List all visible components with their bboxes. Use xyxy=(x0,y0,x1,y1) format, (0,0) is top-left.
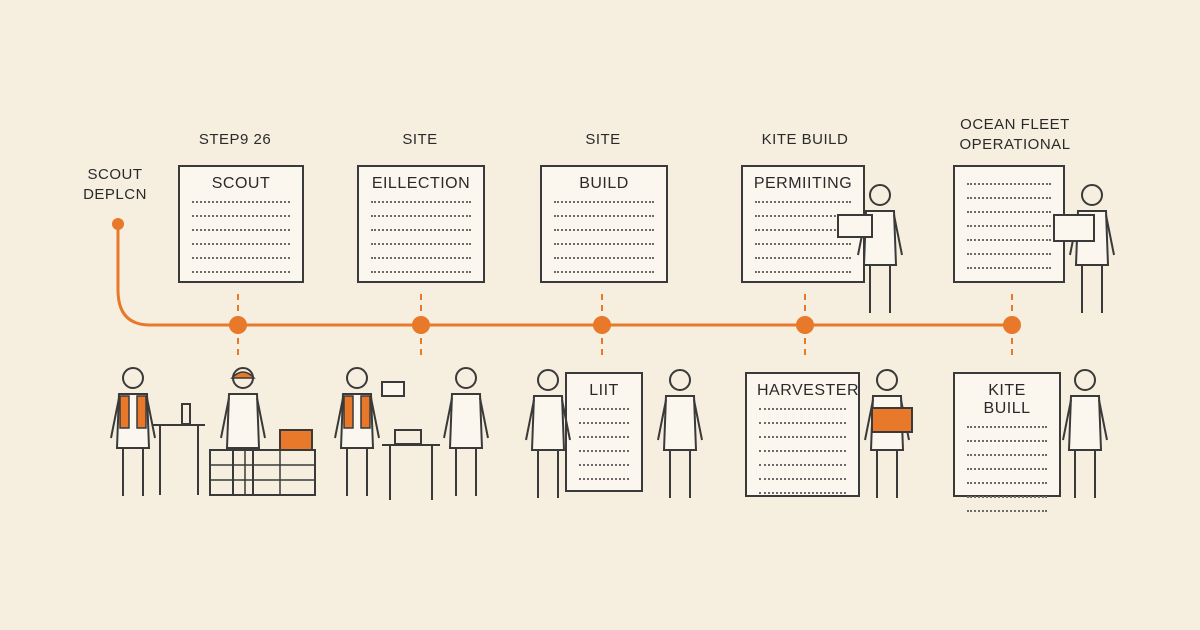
lower-card-3-title: KITE BUILL xyxy=(983,382,1031,417)
lower-card-2-title: HARVESTER xyxy=(757,382,860,399)
lower-card-2: HARVESTER xyxy=(745,372,860,497)
worker-figure-6 xyxy=(657,369,703,499)
worker-figure-4 xyxy=(443,367,489,497)
milestone-1-card-title: SCOUT xyxy=(211,175,271,192)
start-label: SCOUT DEPLCN xyxy=(70,165,160,205)
milestone-2-card-title: EILLECTION xyxy=(371,175,471,192)
milestone-1-card: SCOUT xyxy=(178,165,304,283)
milestone-node-4 xyxy=(796,316,814,334)
milestone-node-1 xyxy=(229,316,247,334)
worker-figure-5 xyxy=(525,369,571,499)
milestone-5-label-line2: OPERATIONAL xyxy=(959,136,1071,153)
milestone-5-label-line1: OCEAN FLEET xyxy=(960,116,1070,133)
start-label-line2: DEPLCN xyxy=(83,186,147,203)
milestone-node-3 xyxy=(593,316,611,334)
worker-figure-2 xyxy=(220,367,266,497)
milestone-node-5 xyxy=(1003,316,1021,334)
lower-card-3: KITE BUILL xyxy=(953,372,1061,512)
milestone-4-label: KITE BUILD xyxy=(761,131,849,148)
start-node xyxy=(112,218,124,230)
worker-figure-3 xyxy=(334,367,380,497)
worker-figure-1 xyxy=(110,367,156,497)
milestone-2-card: EILLECTION xyxy=(357,165,485,283)
milestone-4-card: PERMIITING xyxy=(741,165,865,283)
milestone-4-card-title: PERMIITING xyxy=(753,175,853,192)
milestone-1-label: STEP9 26 xyxy=(198,131,272,148)
milestone-3-card-title: BUILD xyxy=(579,175,629,192)
milestone-5-label: OCEAN FLEET OPERATIONAL xyxy=(950,115,1080,155)
lower-card-1: LIIT xyxy=(565,372,643,492)
milestone-2-label: SITE xyxy=(402,131,438,148)
worker-figure-7 xyxy=(864,369,910,499)
lower-card-1-title: LIIT xyxy=(589,382,619,399)
milestone-3-card: BUILD xyxy=(540,165,668,283)
worker-figure-8 xyxy=(1062,369,1108,499)
milestone-node-2 xyxy=(412,316,430,334)
start-label-line1: SCOUT xyxy=(87,166,143,183)
milestone-3-label: SITE xyxy=(585,131,621,148)
milestone-5-card xyxy=(953,165,1065,283)
